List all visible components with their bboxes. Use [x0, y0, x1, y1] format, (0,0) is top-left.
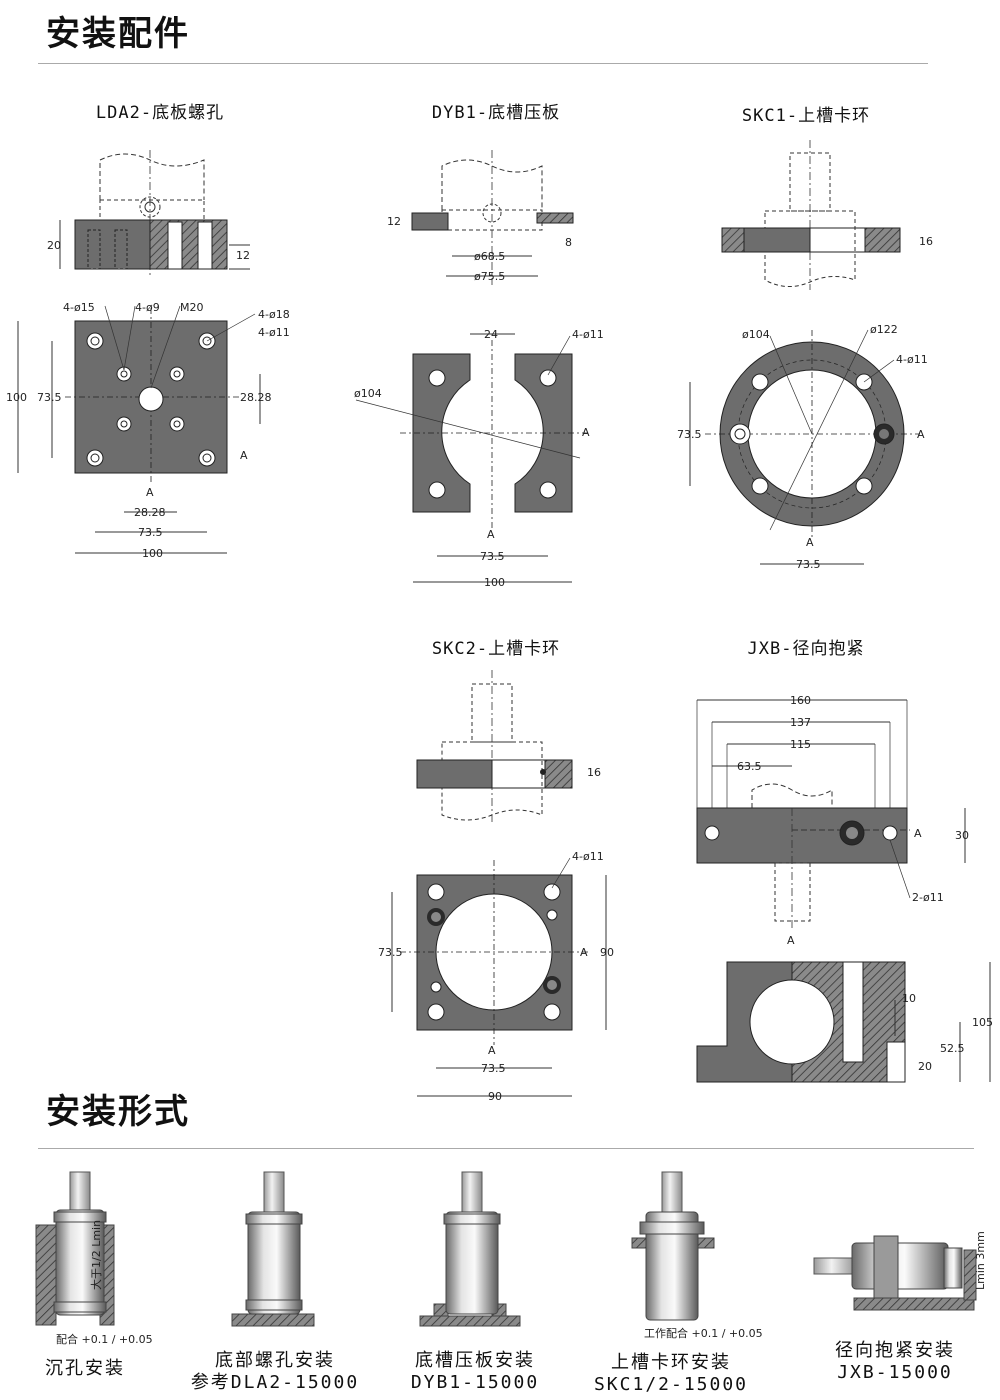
lda2-v100: 100 — [6, 391, 27, 404]
install1-line1: 沉孔安装 — [45, 1358, 125, 1379]
skc1-b735: 73.5 — [796, 558, 821, 571]
jxb-a2: A — [787, 934, 795, 947]
skc1-h16: 16 — [919, 235, 933, 248]
skc2-b90: 90 — [488, 1090, 502, 1103]
skc1-v735: 73.5 — [677, 428, 702, 441]
lda2-d15: 4-ø15 — [63, 301, 95, 314]
jxb-h105: 105 — [972, 1016, 993, 1029]
install5-note: Lmin 3mm — [974, 1231, 987, 1290]
caption-dyb1: DYB1-底槽压板 — [431, 103, 561, 123]
lda2-v735: 73.5 — [37, 391, 62, 404]
install-label-bottom-thread: 底部螺孔安装 参考DLA2-15000 — [190, 1350, 360, 1394]
install-label-bottom-clamp: 底槽压板安装 DYB1-15000 — [390, 1350, 560, 1394]
lda2-h20: 20 — [47, 239, 61, 252]
dyb1-w24: 24 — [484, 328, 498, 341]
skc2-a2: A — [488, 1044, 496, 1057]
dyb1-h8: 8 — [565, 236, 572, 249]
install-label-counterbore: 沉孔安装 — [10, 1358, 160, 1380]
lda2-a1: A — [240, 449, 248, 462]
skc1-d122: ø122 — [870, 323, 898, 336]
install3-line2: DYB1-15000 — [410, 1372, 540, 1393]
install2-line2: 参考DLA2-15000 — [190, 1372, 360, 1393]
caption-jxb: JXB-径向抱紧 — [747, 639, 865, 659]
skc1-d104: ø104 — [742, 328, 770, 341]
lda2-d9: 4-ø9 — [135, 301, 160, 314]
lda2-b100: 100 — [142, 547, 163, 560]
install-label-radial-clamp: 径向抱紧安装 JXB-15000 — [810, 1340, 980, 1384]
install1-tol: 配合 +0.1 / +0.05 — [56, 1332, 153, 1346]
lda2-d18: 4-ø18 — [258, 308, 290, 321]
lda2-d11: 4-ø11 — [258, 326, 290, 339]
divider-top — [38, 63, 928, 64]
lda2-a2: A — [146, 486, 154, 499]
caption-skc2: SKC2-上槽卡环 — [431, 639, 561, 659]
accessories-title: 安装配件 — [46, 14, 190, 54]
lda2-h12: 12 — [236, 249, 250, 262]
jxb-w160: 160 — [790, 694, 811, 707]
dyb1-a2: A — [487, 528, 495, 541]
caption-lda2: LDA2-底板螺孔 — [95, 103, 225, 123]
skc2-v90: 90 — [600, 946, 614, 959]
jxb-h525: 52.5 — [940, 1042, 965, 1055]
install3-line1: 底槽压板安装 — [415, 1350, 535, 1371]
dyb1-b100: 100 — [484, 576, 505, 589]
dyb1-b735: 73.5 — [480, 550, 505, 563]
caption-skc1: SKC1-上槽卡环 — [741, 106, 871, 126]
jxb-d11: 2-ø11 — [912, 891, 944, 904]
mounting-title: 安装形式 — [46, 1092, 190, 1132]
jxb-a1: A — [914, 827, 922, 840]
jxb-h20: 20 — [918, 1060, 932, 1073]
skc2-b735: 73.5 — [481, 1062, 506, 1075]
jxb-w137: 137 — [790, 716, 811, 729]
skc2-d11: 4-ø11 — [572, 850, 604, 863]
skc2-h16: 16 — [587, 766, 601, 779]
install1-note: 大于1/2 Lmin — [89, 1220, 103, 1290]
skc2-a1: A — [580, 946, 588, 959]
install5-line2: JXB-15000 — [837, 1362, 953, 1383]
install-label-top-ring: 上槽卡环安装 SKC1/2-15000 — [586, 1352, 756, 1396]
install4-line1: 上槽卡环安装 — [611, 1352, 731, 1373]
lda2-m20: M20 — [180, 301, 204, 314]
dyb1-d755: ø75.5 — [474, 270, 505, 283]
install4-tol: 工作配合 +0.1 / +0.05 — [644, 1326, 763, 1340]
lda2-b735: 73.5 — [138, 526, 163, 539]
dyb1-d685: ø68.5 — [474, 250, 505, 263]
install5-line1: 径向抱紧安装 — [835, 1340, 955, 1361]
skc1-d11: 4-ø11 — [896, 353, 928, 366]
jxb-w635: 63.5 — [737, 760, 762, 773]
dyb1-a1: A — [582, 426, 590, 439]
jxb-w115: 115 — [790, 738, 811, 751]
lda2-b2828: 28.28 — [134, 506, 166, 519]
dyb1-d104: ø104 — [354, 387, 382, 400]
dyb1-h12: 12 — [387, 215, 401, 228]
jxb-h10: 10 — [902, 992, 916, 1005]
lda2-h2828: 28.28 — [240, 391, 272, 404]
skc2-v735: 73.5 — [378, 946, 403, 959]
divider-bottom — [38, 1148, 974, 1149]
dyb1-d11: 4-ø11 — [572, 328, 604, 341]
jxb-h30: 30 — [955, 829, 969, 842]
skc1-a2: A — [806, 536, 814, 549]
install2-line1: 底部螺孔安装 — [215, 1350, 335, 1371]
skc1-a1: A — [917, 428, 925, 441]
install4-line2: SKC1/2-15000 — [593, 1374, 749, 1395]
